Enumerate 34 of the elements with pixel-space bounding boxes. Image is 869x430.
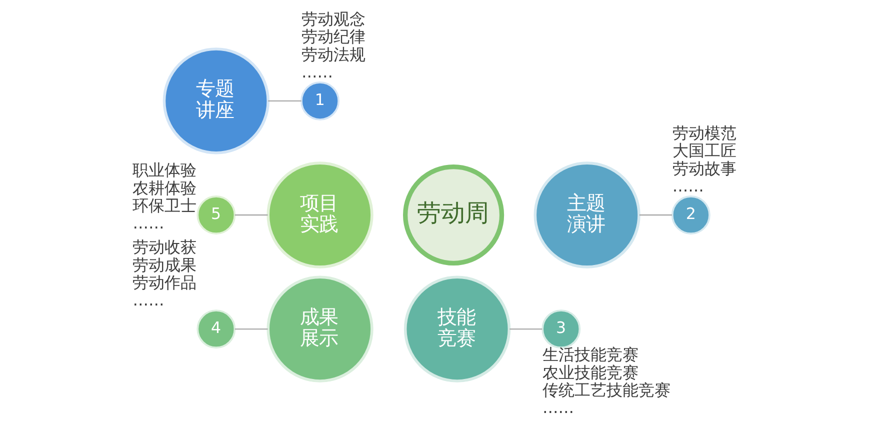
- node-circle: 专题讲座: [162, 48, 269, 154]
- node-circle: 1: [300, 81, 339, 120]
- node-label: 劳动法规: [300, 44, 365, 64]
- node-label: 劳动故事: [672, 158, 736, 178]
- connector: [509, 328, 542, 330]
- connector: [234, 214, 268, 216]
- node-label: 农耕体验: [132, 178, 196, 198]
- connector: [638, 214, 672, 216]
- node-label: 劳动纪律: [300, 27, 365, 46]
- node-label: 环保卫士: [132, 196, 196, 215]
- node-label: ……: [132, 214, 164, 233]
- node-label: 职业体验: [132, 160, 196, 180]
- connector: [268, 100, 301, 102]
- node-label: 劳动收获: [132, 238, 196, 257]
- node-label: ……: [672, 176, 704, 196]
- node-circle: 2: [670, 196, 710, 234]
- node-circle: 4: [196, 310, 236, 349]
- node-label: ……: [300, 62, 332, 82]
- node-label: 传统工艺技能竞赛: [542, 380, 670, 400]
- connector: [234, 328, 268, 330]
- node-circle: 5: [196, 196, 236, 234]
- node-label: ……: [542, 398, 574, 418]
- node-circle: 主题演讲: [533, 162, 640, 268]
- node-label: 大国工匠: [672, 141, 736, 160]
- node-circle: 项目实践: [266, 162, 373, 268]
- node-label: 劳动模范: [672, 124, 736, 143]
- node-circle: 劳动周: [402, 164, 504, 266]
- node-label: 劳动成果: [132, 255, 196, 274]
- node-label: 劳动观念: [300, 10, 365, 29]
- node-label: 劳动作品: [132, 272, 196, 292]
- node-label: ……: [132, 290, 164, 310]
- node-circle: 技能竞赛: [403, 276, 510, 382]
- node-label: 农业技能竞赛: [542, 362, 638, 382]
- node-circle: 成果展示: [266, 276, 373, 382]
